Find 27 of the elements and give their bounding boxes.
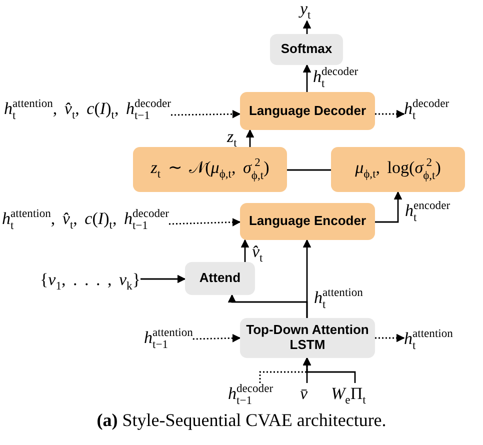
- formula-box: z$_{t}$ ∼ 𝒩(μ$_{ϕ,t}$, σ$_{ϕ,t}$$^{2}$): [133, 147, 287, 192]
- arrow: [375, 191, 402, 223]
- process-box: Attend: [185, 262, 255, 295]
- dotted-arrow: [171, 110, 241, 118]
- math-label: W$_{e}$Π$_{t}$: [331, 383, 366, 406]
- dotted-arrow: [192, 334, 241, 342]
- arrow: [240, 239, 250, 262]
- process-box: Top-Down Attention LSTM: [240, 318, 375, 358]
- caption: (a) Style-Sequential CVAE architecture.: [96, 410, 388, 431]
- dotted-arrow: [168, 218, 241, 226]
- dotted-arrow: [375, 334, 405, 342]
- arrow: [228, 294, 308, 318]
- process-box: Language Encoder: [240, 203, 375, 240]
- dotted-arrow: [375, 110, 405, 118]
- arrow: [302, 64, 312, 92]
- connector-line: [287, 169, 331, 171]
- math-label: {v$_{1}$, . . . , v$_{k}$}: [40, 269, 140, 292]
- formula-box: μ$_{ϕ,t}$, log(σ$_{ϕ,t}$$^{2}$): [331, 147, 465, 192]
- process-box: Language Decoder: [240, 92, 375, 130]
- process-box: Softmax: [270, 34, 343, 65]
- math-label: y$_{t}$: [300, 0, 311, 21]
- arrow: [246, 129, 254, 147]
- arrow: [302, 20, 312, 34]
- edge-label: v̂$_{t}$: [251, 243, 264, 260]
- math-label: v̄: [300, 383, 308, 406]
- arrow: [140, 274, 186, 284]
- arrow: [302, 357, 356, 383]
